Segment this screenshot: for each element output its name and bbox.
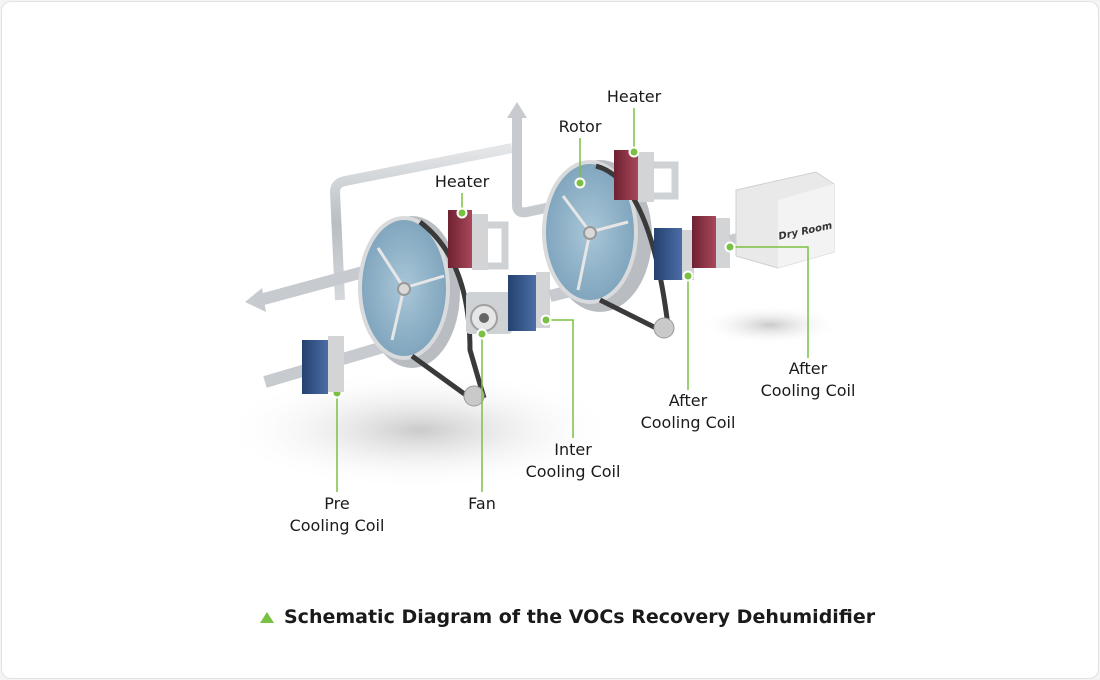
drive-belt-right (595, 163, 671, 327)
callout-dot-rotor (574, 177, 586, 189)
label-line: Cooling Coil (760, 381, 856, 400)
callout-dot-after-cooling-2 (724, 241, 736, 253)
label-line: Cooling Coil (289, 516, 385, 535)
callout-dot-heater-left (456, 207, 468, 219)
heater-right (614, 150, 638, 200)
label-after-cooling-coil-1: After Cooling Coil (641, 390, 736, 434)
label-rotor: Rotor (558, 117, 602, 136)
exhaust-arrow-icon (507, 102, 527, 118)
after-cooling-coil-1 (654, 228, 682, 280)
drive-pulley-left (463, 385, 485, 407)
label-fan: Fan (468, 494, 496, 513)
callout-dot-heater-right (628, 146, 640, 158)
inter-cooling-coil (508, 275, 536, 331)
label-heater-left: Heater (434, 172, 490, 191)
label-line: Cooling Coil (525, 462, 621, 481)
triangle-up-icon (260, 611, 274, 623)
label-line: Inter (554, 440, 592, 459)
caption-text: Schematic Diagram of the VOCs Recovery D… (284, 606, 876, 628)
label-line: Pre (324, 494, 350, 513)
floor-shadow (220, 370, 620, 490)
label-line: After (788, 359, 828, 378)
callout-dot-inter-cooling (540, 314, 552, 326)
callout-dot-after-cooling-1 (682, 270, 694, 282)
dry-room-shadow (700, 305, 840, 345)
label-inter-cooling-coil: Inter Cooling Coil (526, 439, 621, 483)
callout-lines (336, 108, 809, 492)
pre-cooling-coil (302, 340, 328, 394)
callout-dot-fan (476, 328, 488, 340)
label-heater-right: Heater (606, 87, 662, 106)
label-line: Cooling Coil (640, 413, 736, 432)
regen-loop-pipe (329, 143, 513, 301)
exhaust-pipe (512, 115, 562, 218)
callout-dots (331, 146, 736, 399)
heater-left (448, 210, 472, 268)
label-pre-cooling-coil: Pre Cooling Coil (290, 493, 385, 537)
label-line: After (668, 391, 708, 410)
outlet-arrow-icon (245, 288, 266, 312)
figure-caption: Schematic Diagram of the VOCs Recovery D… (260, 606, 875, 628)
after-cooling-coil-2 (692, 216, 716, 268)
drive-belt-left (418, 220, 487, 399)
drive-pulley-right (653, 317, 675, 339)
label-after-cooling-coil-2: After Cooling Coil (761, 358, 856, 402)
